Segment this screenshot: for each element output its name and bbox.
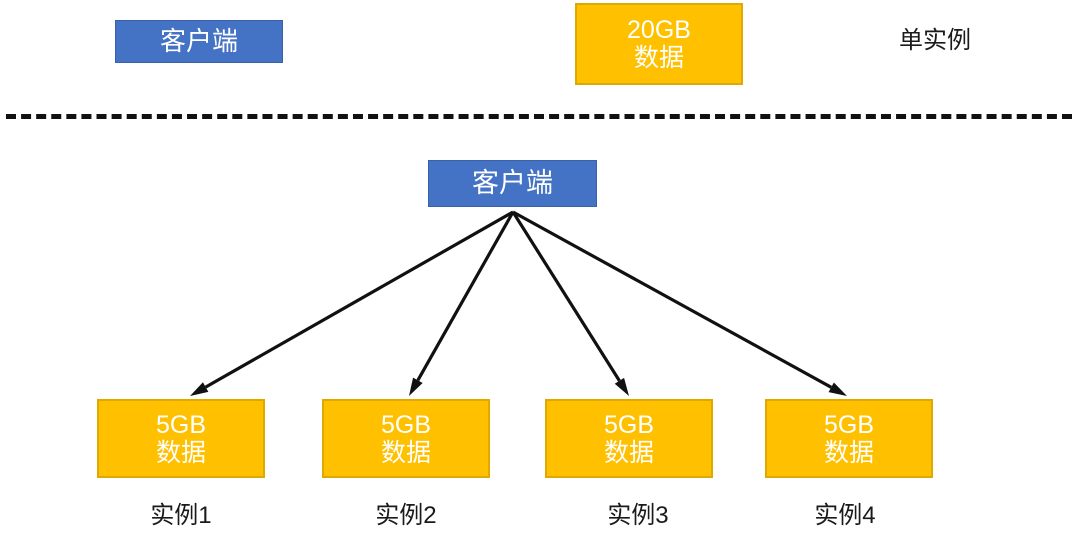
instance-data-caption: 数据	[380, 438, 431, 467]
top-data-box-caption: 数据	[633, 44, 684, 72]
instance-data-size: 5GB	[603, 410, 655, 439]
instance-data-size: 5GB	[823, 410, 875, 439]
instance-data-size: 5GB	[380, 410, 432, 439]
top-client-box-label: 客户端	[159, 25, 238, 56]
bottom-client-box-label: 客户端	[472, 168, 553, 199]
connector-arrowhead	[614, 377, 629, 396]
instance-label: 实例1	[150, 502, 212, 529]
connector-arrowhead	[190, 382, 209, 396]
connector-arrowhead	[828, 382, 847, 396]
instance-label: 实例4	[814, 502, 876, 529]
instance-label: 实例3	[607, 502, 669, 529]
instance-data-caption: 数据	[603, 438, 654, 467]
instance-data-size: 5GB	[155, 410, 207, 439]
top-client-box: 客户端	[115, 20, 283, 63]
top-data-box: 20GB 数据	[575, 3, 743, 85]
instance-data-caption: 数据	[823, 438, 874, 467]
section-divider	[6, 114, 1072, 119]
instance-data-caption: 数据	[155, 438, 206, 467]
connector-arrowhead	[409, 377, 423, 396]
connector-line	[204, 210, 514, 389]
single-instance-label: 单实例	[899, 27, 971, 54]
connector-line	[416, 211, 515, 382]
connector-line	[511, 211, 621, 382]
top-data-box-size: 20GB	[627, 16, 691, 44]
bottom-client-box: 客户端	[428, 160, 597, 207]
connector-line	[512, 210, 833, 389]
instance-label: 实例2	[375, 502, 437, 529]
